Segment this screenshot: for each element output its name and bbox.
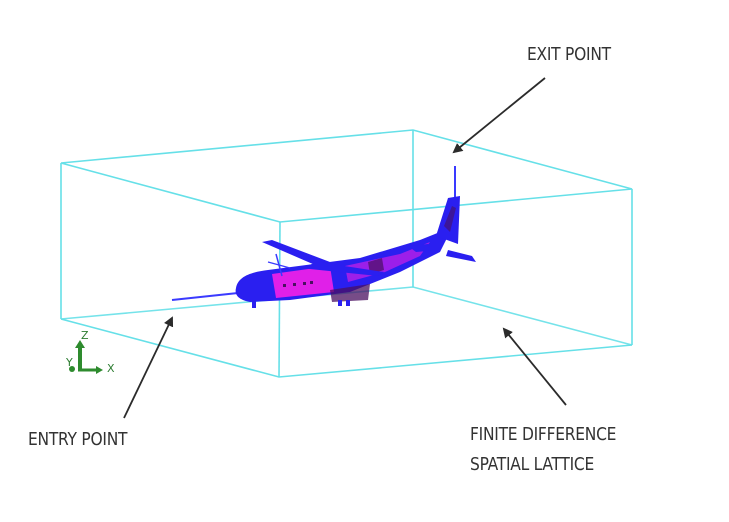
aircraft-model — [171, 166, 476, 308]
lattice-arrow — [502, 327, 567, 406]
lattice-label: FINITE DIFFERENCE SPATIAL LATTICE — [470, 420, 616, 480]
entry-point-arrow — [123, 316, 174, 419]
exit-point-label: EXIT POINT — [527, 44, 611, 65]
exit-point-arrow — [452, 77, 546, 154]
lattice-label-line1: FINITE DIFFERENCE — [470, 424, 617, 445]
axis-triad-icon — [69, 340, 103, 374]
axis-x-label: X — [107, 362, 115, 375]
axis-z-label: Z — [81, 329, 89, 342]
lattice-label-line2: SPATIAL LATTICE — [470, 454, 595, 475]
annotation-arrows — [123, 77, 567, 419]
entry-point-label: ENTRY POINT — [28, 429, 128, 450]
axis-y-label: Y — [66, 356, 73, 369]
spatial-lattice-box — [60, 129, 633, 378]
